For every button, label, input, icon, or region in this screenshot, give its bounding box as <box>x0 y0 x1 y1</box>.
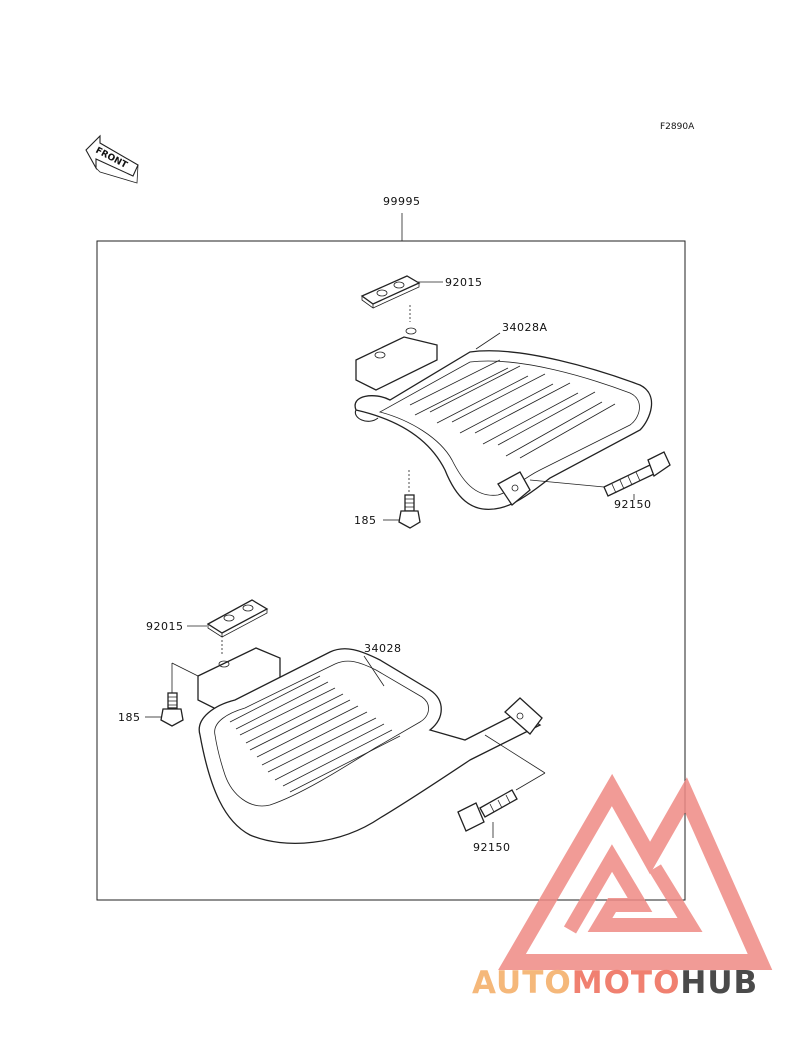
front-arrow-icon: FRONT <box>85 134 139 184</box>
watermark-text: AUTOMOTOHUB <box>472 965 758 1001</box>
automotohub-logo-icon <box>498 773 773 970</box>
lower-step-label: 34028 <box>364 642 402 655</box>
assembly-number: 99995 <box>383 195 421 208</box>
upper-holder-label: 92015 <box>445 276 483 289</box>
assembly-frame <box>96 240 686 901</box>
upper-screw <box>398 494 421 529</box>
lower-holder-label: 92015 <box>146 620 184 633</box>
lower-bolt <box>457 789 518 832</box>
upper-screw-label: 185 <box>354 514 377 527</box>
lower-holder <box>206 599 269 638</box>
upper-holder <box>360 275 421 309</box>
figure-code: F2890A <box>660 122 695 132</box>
upper-bolt <box>603 451 671 497</box>
lower-bolt-label: 92150 <box>473 841 511 854</box>
upper-step-label: 34028A <box>502 321 548 334</box>
watermark-auto: AUTO <box>472 965 572 1001</box>
lower-screw <box>160 692 184 727</box>
watermark-moto: MOTO <box>572 965 681 1001</box>
lower-step <box>197 647 543 844</box>
lower-screw-label: 185 <box>118 711 141 724</box>
upper-step <box>354 327 653 510</box>
upper-bolt-label: 92150 <box>614 498 652 511</box>
watermark-hub: HUB <box>680 965 758 1001</box>
